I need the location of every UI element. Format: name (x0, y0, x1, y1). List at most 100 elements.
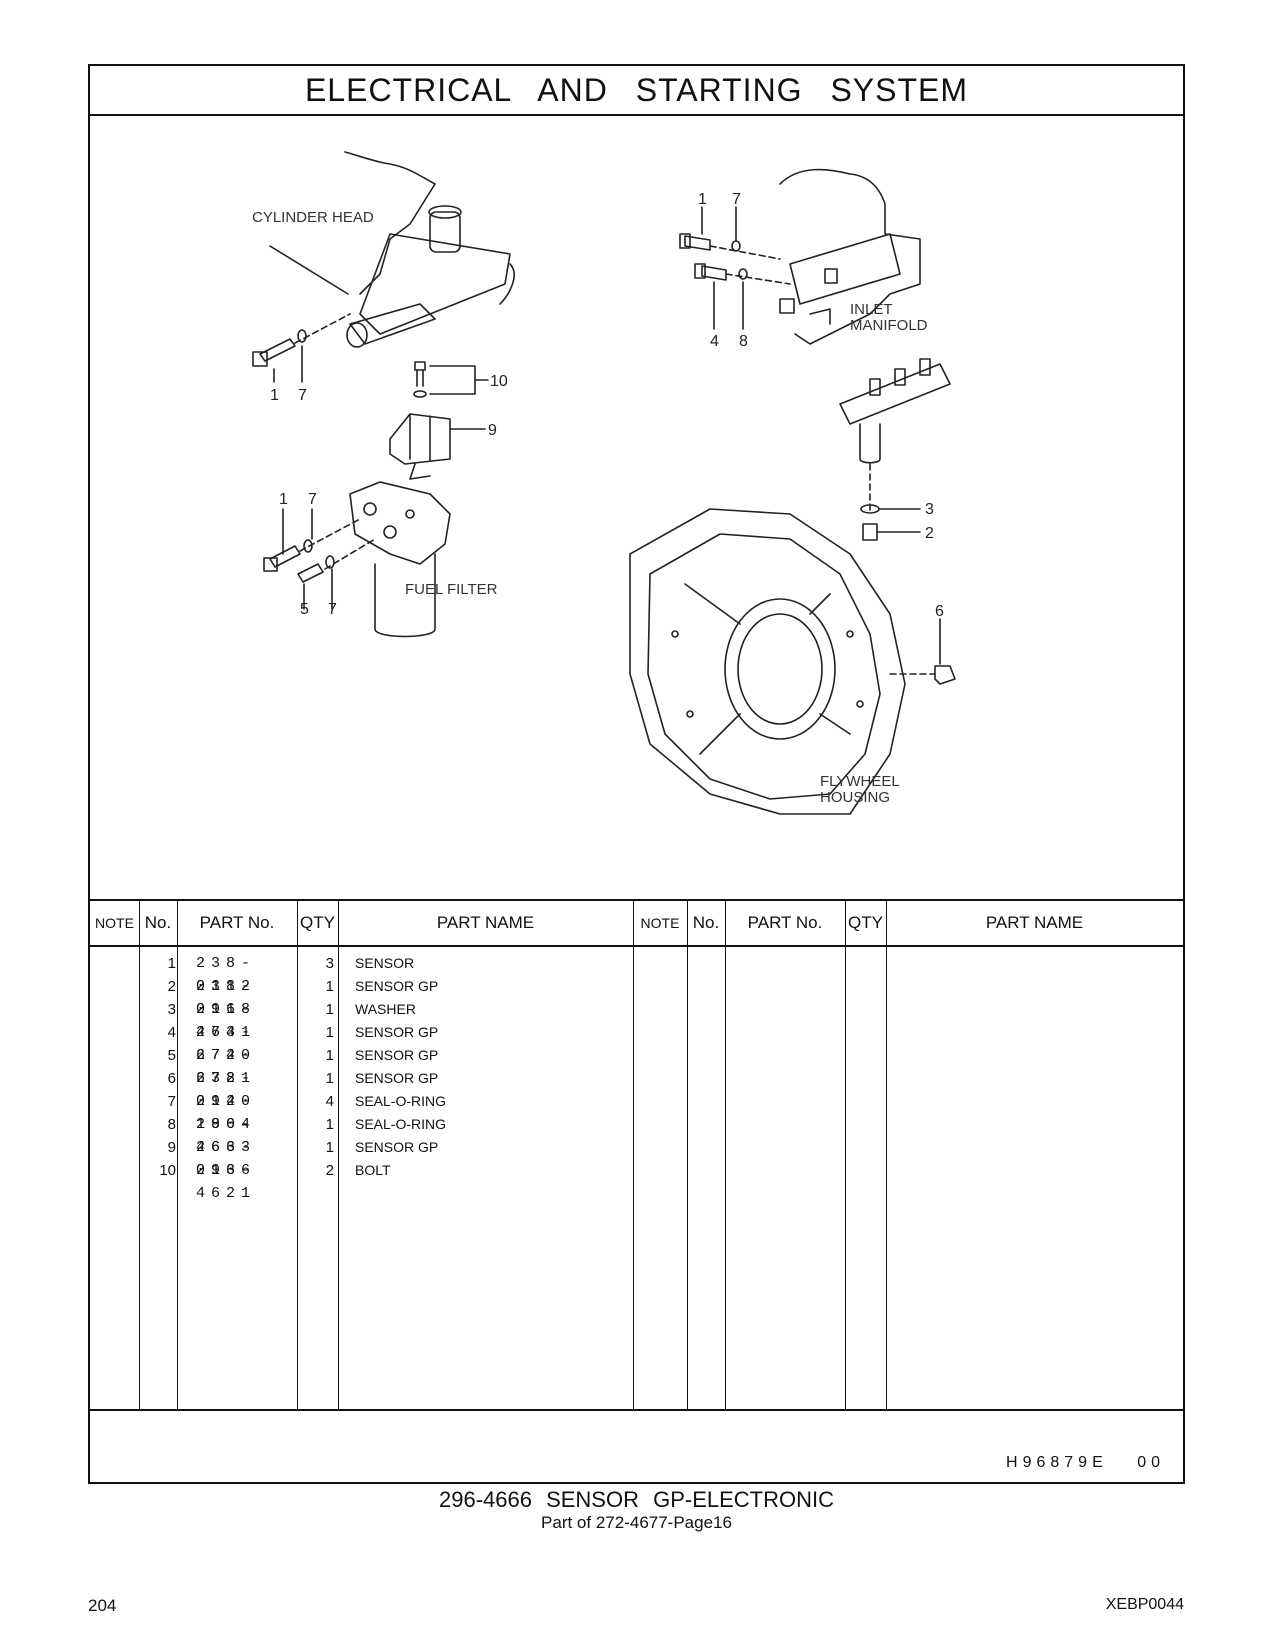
row-part-number: 238-0118 (196, 978, 257, 1018)
sensor-5-body (297, 563, 324, 583)
mounting-hole (686, 710, 694, 718)
sensor-1-body (684, 235, 711, 251)
column-divider (297, 901, 298, 945)
sensor-gp-9-flange (409, 463, 431, 480)
seal-7-ring (325, 555, 335, 569)
column-divider (886, 947, 887, 1409)
exploded-view-illustration: CYLINDER HEAD FUEL FILTER INLET MANIFOLD… (90, 114, 1183, 901)
row-part-name: BOLT (355, 1162, 391, 1178)
assembly-line (709, 245, 781, 260)
seal-7-ring (297, 329, 307, 343)
flywheel-housing-ribs (684, 583, 851, 755)
row-number: 1 (167, 955, 176, 972)
table-row: 2 238-0118 1 SENSOR GP (90, 975, 1183, 1018)
bolt-10-head (414, 361, 426, 371)
column-divider (338, 947, 339, 1409)
bolt-10-shank (416, 369, 424, 387)
row-number: 8 (167, 1116, 176, 1133)
row-part-number: 274-6720 (196, 1024, 257, 1064)
mounting-hole (856, 700, 864, 708)
callout-number: 8 (739, 333, 748, 350)
parts-sheet-frame: ELECTRICAL AND STARTING SYSTEM (88, 64, 1185, 1484)
caption-title: 296-4666 SENSOR GP-ELECTRONIC (438, 1487, 835, 1512)
water-outlet-neck (429, 211, 461, 253)
label-cylinder-head: CYLINDER HEAD (252, 209, 374, 226)
header-part-no: PART No. (747, 913, 823, 932)
mounting-hole (846, 630, 854, 638)
table-row: 1 238-0112 3 SENSOR (90, 952, 1183, 995)
column-divider (845, 947, 846, 1409)
fuel-filter-head (349, 481, 451, 565)
row-part-name: SENSOR GP (355, 1047, 439, 1063)
callout-number: 7 (308, 491, 317, 508)
label-inlet: INLET (850, 301, 893, 318)
leader-line (269, 245, 349, 295)
header-qty: QTY (300, 913, 335, 932)
row-number: 2 (167, 978, 176, 995)
table-row: 7 294-1804 4 SEAL-O-RING (90, 1090, 1183, 1133)
row-part-number: 266-0136 (196, 1139, 257, 1179)
sensor-1-connector (252, 351, 268, 367)
sensor-gp-6-body (934, 665, 956, 685)
manifold-fitting (809, 308, 831, 325)
row-quantity: 1 (325, 1139, 334, 1156)
header-note: NOTE (640, 915, 680, 931)
row-number: 4 (167, 1024, 176, 1041)
header-part-name: PART NAME (985, 913, 1084, 932)
fuel-rail-injector-port (869, 378, 881, 396)
row-number: 10 (159, 1162, 176, 1179)
assembly-line (725, 273, 791, 285)
cylinder-head-outline (344, 151, 436, 295)
page-title: ELECTRICAL AND STARTING SYSTEM (304, 71, 969, 108)
table-row: 6 238-0120 1 SENSOR GP (90, 1067, 1183, 1110)
document-code: XEBP0044 (1105, 1596, 1184, 1613)
row-number: 7 (167, 1093, 176, 1110)
callout-number: 1 (698, 191, 707, 208)
row-part-number: 274-6721 (196, 1047, 257, 1087)
callout-number: 4 (710, 333, 719, 350)
callout-number: 1 (279, 491, 288, 508)
column-divider (177, 947, 178, 1409)
parts-table-body: 1 238-0112 3 SENSOR 2 238-0118 1 SENSOR … (90, 947, 1183, 1411)
column-divider (845, 901, 846, 945)
bolt-10-washer (413, 390, 427, 398)
header-no: No. (144, 913, 172, 932)
row-part-number: 238-0120 (196, 1070, 257, 1110)
row-number: 5 (167, 1047, 176, 1064)
table-row: 9 266-0136 1 SENSOR GP (90, 1136, 1183, 1179)
water-outlet-top (428, 205, 462, 219)
column-divider (633, 901, 634, 945)
fuel-rail-injector-port (919, 358, 931, 376)
row-quantity: 1 (325, 1070, 334, 1087)
row-part-number: 296-4621 (196, 1162, 257, 1202)
flywheel-housing-outline (629, 508, 906, 815)
seal-7-ring (303, 539, 313, 553)
callout-number: 3 (925, 501, 934, 518)
fuel-filter-port (363, 502, 377, 516)
callout-number: 2 (925, 525, 934, 542)
row-number: 6 (167, 1070, 176, 1087)
manifold-port (779, 298, 795, 314)
callout-bracket (429, 365, 476, 395)
row-quantity: 1 (325, 1116, 334, 1133)
flywheel-bore-inner (737, 613, 823, 725)
parts-table-header: NOTE No. PART No. QTY PART NAME NOTE No.… (90, 899, 1183, 947)
row-part-number: 296-4631 (196, 1001, 257, 1041)
assembly-line (294, 313, 351, 344)
label-housing: HOUSING (820, 789, 890, 806)
row-quantity: 4 (325, 1093, 334, 1110)
fuel-rail-body (839, 363, 951, 425)
title-bar: ELECTRICAL AND STARTING SYSTEM (90, 66, 1183, 116)
figure-code: H96879E 00 (1006, 1454, 1165, 1471)
flywheel-bore-outer (724, 598, 836, 740)
fuel-rail-sensor-boss (859, 423, 881, 464)
header-part-no: PART No. (199, 913, 275, 932)
sensor-gp-2-body (862, 523, 878, 541)
table-row: 5 274-6721 1 SENSOR GP (90, 1044, 1183, 1087)
row-quantity: 3 (325, 955, 334, 972)
fuel-rail-injector-port (894, 368, 906, 386)
row-quantity: 2 (325, 1162, 334, 1179)
callout-number: 6 (935, 603, 944, 620)
row-part-number: 238-0112 (196, 955, 257, 995)
sensor-1-body (259, 338, 296, 362)
